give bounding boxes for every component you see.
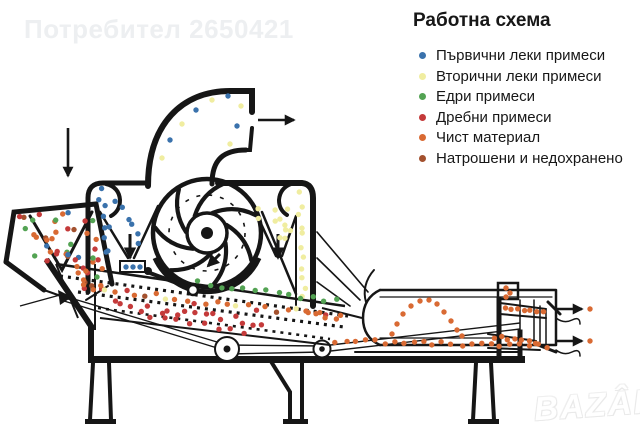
sieve-shoe [55, 260, 363, 346]
sieve-drop-arrow [206, 252, 222, 268]
legend-item-label: Първични леки примеси [436, 47, 606, 64]
legend-item-label: Натрошени и недохранено [436, 149, 623, 167]
large-impurities-dot-icon [419, 93, 426, 101]
primary-light-impurities-dot-icon [419, 52, 426, 60]
legend-item-clean-material: Чист материал [413, 128, 638, 148]
air-duct [145, 88, 255, 189]
secondary-light-impurities-dot-icon [419, 72, 426, 80]
legend-item-label: Едри примеси [436, 88, 536, 105]
legend-list: Първични леки примеси Вторични леки прим… [413, 46, 638, 168]
legend-panel: Работна схема Първични леки примеси Втор… [413, 10, 638, 169]
legend-item-secondary-light-impurities: Вторични леки примеси [413, 67, 638, 87]
legend-title: Работна схема [413, 10, 551, 31]
legend-item-fine-impurities: Дребни примеси [413, 108, 638, 128]
legend-item-large-impurities: Едри примеси [413, 87, 638, 107]
aspiration-chamber [85, 180, 316, 309]
clean-material-dot-icon [419, 134, 426, 142]
legend-item-primary-light-impurities: Първични леки примеси [413, 46, 638, 66]
machine-frame [43, 257, 525, 424]
legend-item-label: Дребни примеси [436, 108, 552, 126]
legend-item-label: Вторични леки примеси [436, 67, 602, 85]
user-watermark: Потребител 2650421 [24, 14, 294, 44]
bazar-logo-watermark: BAZÂR [532, 381, 640, 428]
trieur-cylinder [316, 231, 581, 357]
fan [150, 176, 264, 295]
broken-underdeveloped-dot-icon [419, 154, 426, 162]
fine-impurities-dot-icon [419, 113, 426, 121]
legend-item-label: Чист материал [436, 129, 541, 146]
material-flow-dots [16, 93, 593, 351]
drive-belts-and-pulleys [19, 290, 521, 362]
legend-item-broken-underdeveloped: Натрошени и недохранено [413, 149, 638, 169]
